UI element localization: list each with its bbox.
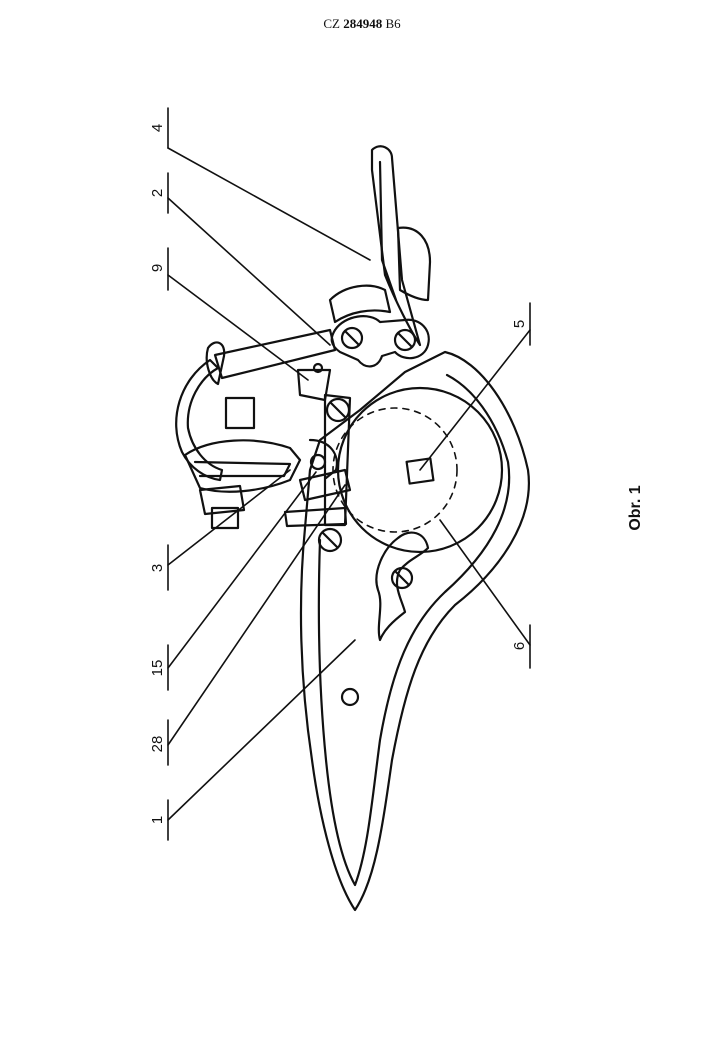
pan-bracket — [296, 368, 332, 402]
flint-block — [210, 506, 240, 530]
leader-3 — [167, 469, 291, 566]
frizzen-screw-right-slot — [396, 331, 414, 349]
tumbler-arbor-square — [405, 457, 435, 485]
label-28: 28 — [149, 736, 166, 753]
cock-hook — [308, 438, 338, 480]
leader-2 — [167, 197, 331, 346]
frizzen-screw-left — [340, 326, 364, 350]
frizzen-spring-housing — [396, 226, 432, 302]
plate-hole — [340, 687, 360, 707]
frizzen-link — [330, 315, 430, 368]
frizzen-screw-right — [393, 328, 417, 352]
lock-plate-inner-outline — [317, 373, 511, 887]
flint-jaw — [183, 439, 302, 493]
leader-28 — [167, 484, 346, 746]
sear-neck — [298, 468, 352, 502]
frizzen-screw-left-slot — [343, 329, 361, 347]
flint-holder — [198, 484, 246, 516]
patent-header: CZ 284948 B6 — [0, 16, 724, 32]
figure-caption: Obr. 1 — [627, 485, 644, 530]
leader-1 — [167, 639, 356, 821]
cock-jaw-screw — [309, 453, 327, 471]
header-kind: B6 — [385, 16, 401, 31]
cock-neck — [175, 358, 224, 482]
bridle-finial — [375, 531, 430, 642]
leader-6 — [439, 519, 531, 646]
label-2: 2 — [149, 189, 166, 197]
small-pin — [312, 362, 324, 374]
label-4: 4 — [149, 124, 166, 132]
plate-screw-lower — [317, 527, 343, 553]
leader-4 — [167, 147, 371, 261]
label-6: 6 — [511, 642, 528, 650]
frizzen-body — [328, 284, 392, 324]
frizzen-arm — [213, 328, 337, 380]
leader-5 — [419, 329, 531, 471]
cock-top-block — [224, 396, 256, 430]
plate-screw-upper-slot — [329, 401, 347, 419]
label-9: 9 — [149, 264, 166, 272]
header-country: CZ — [323, 16, 340, 31]
leader-9 — [167, 274, 309, 381]
plate-screw-lower-slot — [321, 531, 339, 549]
header-number: 284948 — [343, 16, 383, 31]
label-1: 1 — [149, 816, 166, 824]
label-3: 3 — [149, 564, 166, 572]
leader-15 — [167, 471, 317, 669]
hidden-circle — [332, 407, 458, 533]
frizzen-spring — [370, 145, 422, 347]
label-15: 15 — [149, 660, 166, 677]
label-5: 5 — [511, 320, 528, 328]
lock-plate-outline — [299, 350, 530, 912]
flint-jaw-inner — [193, 460, 292, 478]
bridle-screw — [390, 566, 414, 590]
tumbler-disc — [336, 386, 504, 554]
frizzen-spring-inner — [378, 160, 398, 302]
sear-bar — [283, 506, 348, 528]
bridle-screw-slot — [394, 570, 410, 586]
